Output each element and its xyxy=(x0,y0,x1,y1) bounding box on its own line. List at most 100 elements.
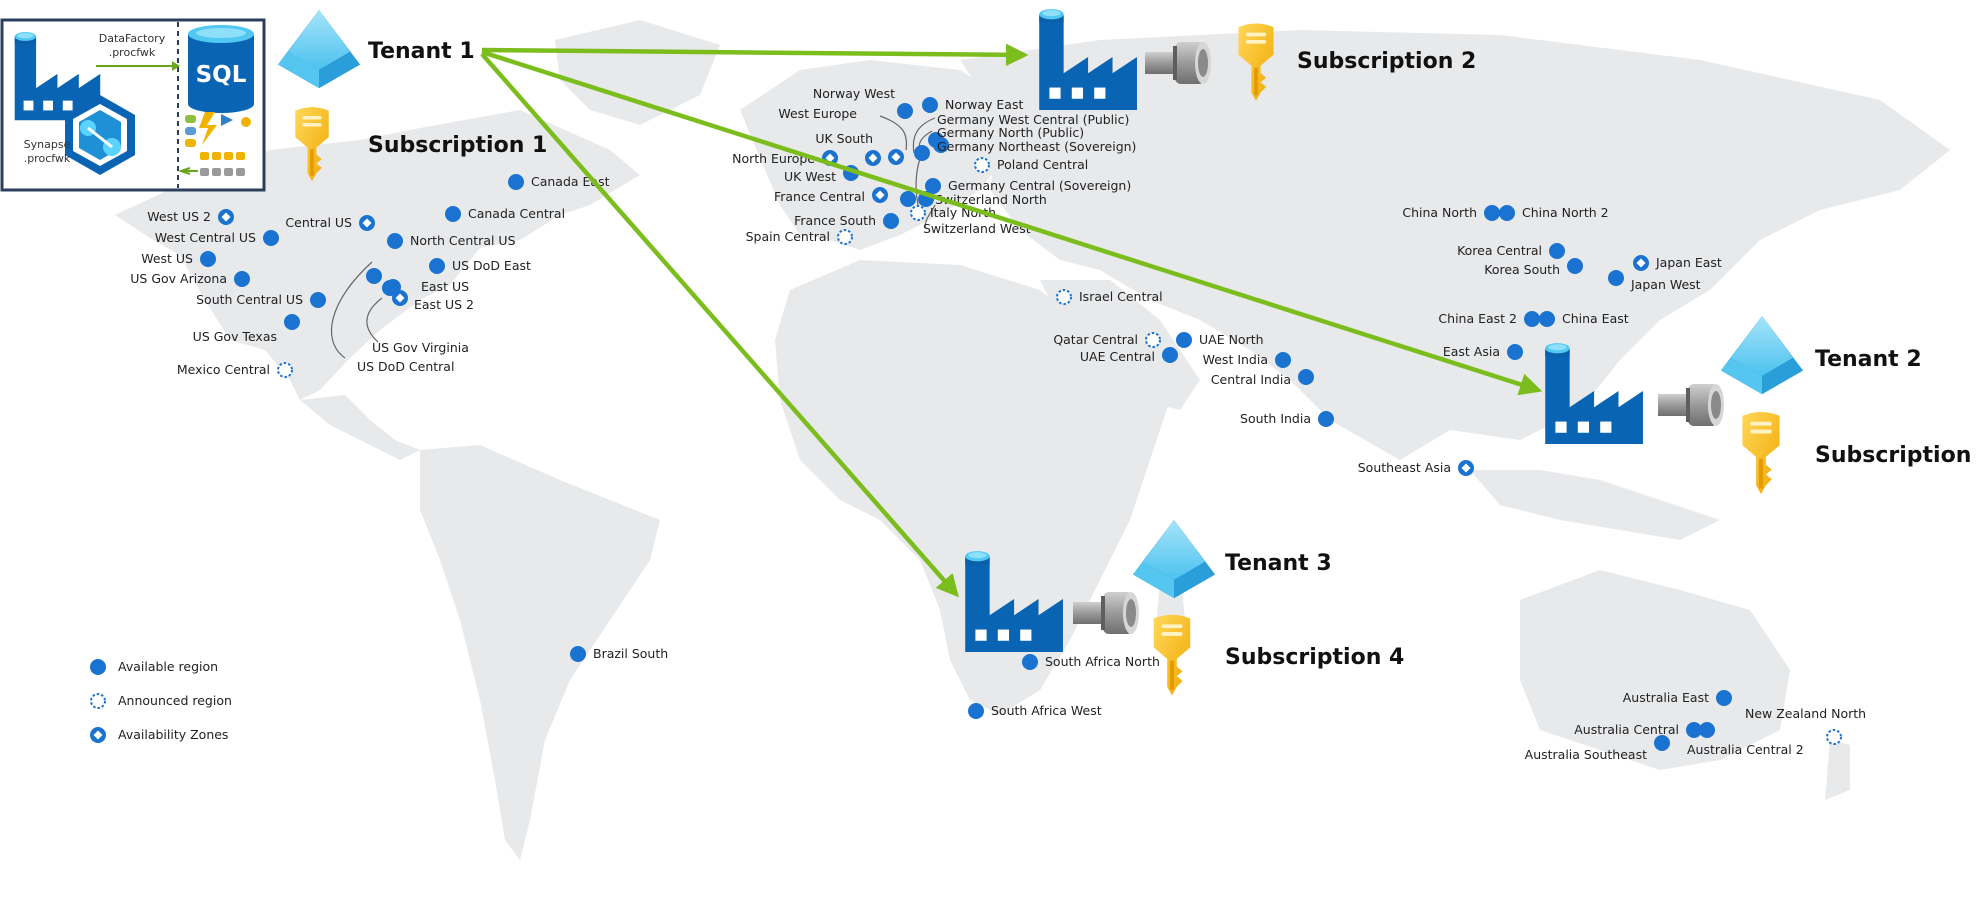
central-america-shape xyxy=(300,395,420,460)
legend-announced-marker xyxy=(90,693,106,709)
region-label-uk-west: UK West xyxy=(784,169,836,184)
subscription-2-label: Subscription 2 xyxy=(1297,49,1476,74)
southeast-asia-islands-shape xyxy=(1470,470,1720,540)
region-label-australia-southeast: Australia Southeast xyxy=(1525,747,1647,762)
region-label-norway-west: Norway West xyxy=(813,86,895,101)
region-label-east-us-2: East US 2 xyxy=(414,297,474,312)
region-east-us-2-zone-diamond xyxy=(395,293,405,303)
region-canada-east-marker xyxy=(508,174,524,190)
region-label-central-us: Central US xyxy=(285,215,352,230)
region-label-southeast-asia: Southeast Asia xyxy=(1358,460,1451,475)
region-label-us-dod-east: US DoD East xyxy=(452,258,531,273)
region-label-us-gov-arizona: US Gov Arizona xyxy=(130,271,227,286)
svg-text:SQL: SQL xyxy=(196,62,247,88)
middle-east-shape xyxy=(1040,280,1200,410)
region-label-germany-west-central-public: Germany West Central (Public) xyxy=(937,112,1129,127)
region-uk-south-zone-diamond xyxy=(868,153,878,163)
region-france-south-marker xyxy=(883,213,899,229)
inset-arrow-head xyxy=(172,61,180,71)
azure-tenant-3-icon xyxy=(1133,519,1215,599)
region-spain-central-marker xyxy=(837,229,853,245)
region-label-central-india: Central India xyxy=(1211,372,1291,387)
region-label-france-central: France Central xyxy=(774,189,865,204)
region-south-africa-north-marker xyxy=(1022,654,1038,670)
region-label-north-central-us: North Central US xyxy=(410,233,516,248)
region-label-poland-central: Poland Central xyxy=(997,157,1088,172)
region-label-south-central-us: South Central US xyxy=(196,292,303,307)
region-australia-east-marker xyxy=(1716,690,1732,706)
region-us-dod-central-marker xyxy=(366,268,382,284)
region-label-new-zealand-north: New Zealand North xyxy=(1745,706,1866,721)
region-label-switzerland-west: Switzerland West xyxy=(923,221,1031,236)
region-germany-west-central-public-marker xyxy=(914,145,930,161)
region-brazil-south-marker xyxy=(570,646,586,662)
azure-tenant-2-icon xyxy=(1721,315,1803,395)
region-label-north-europe: North Europe xyxy=(732,151,815,166)
region-south-india-marker xyxy=(1318,411,1334,427)
region-us-dod-east-marker xyxy=(429,258,445,274)
region-uae-central-marker xyxy=(1162,347,1178,363)
tenant-1-connection-arrows xyxy=(480,43,1543,598)
region-qatar-central-marker xyxy=(1145,332,1161,348)
region-label-japan-east: Japan East xyxy=(1655,255,1722,270)
region-east-asia-marker xyxy=(1507,344,1523,360)
region-label-south-india: South India xyxy=(1240,411,1311,426)
region-china-north-marker xyxy=(1484,205,1500,221)
legend-label-available: Available region xyxy=(118,659,218,674)
region-south-central-us-marker xyxy=(310,292,326,308)
south-america-shape xyxy=(420,445,660,860)
region-japan-west-marker xyxy=(1608,270,1624,286)
region-mexico-central-marker xyxy=(277,362,293,378)
arrow-to-tenant-2 xyxy=(481,49,1543,396)
region-australia-central-2-marker xyxy=(1699,722,1715,738)
region-label-uae-central: UAE Central xyxy=(1080,349,1155,364)
region-label-mexico-central: Mexico Central xyxy=(177,362,270,377)
region-label-korea-south: Korea South xyxy=(1484,262,1560,277)
legend-zones-zone-diamond xyxy=(93,730,103,740)
tenant-1-label: Tenant 1 xyxy=(368,39,475,64)
region-north-europe-zone-diamond xyxy=(825,153,835,163)
region-west-us-marker xyxy=(200,251,216,267)
synapse-label: Synapse.procfwk xyxy=(24,138,71,165)
region-germany-northeast-sovereign-marker xyxy=(933,137,949,153)
region-label-uae-north: UAE North xyxy=(1199,332,1264,347)
region-label-france-south: France South xyxy=(794,213,876,228)
region-canada-central-marker xyxy=(445,206,461,222)
region-us-gov-virginia-marker xyxy=(382,280,398,296)
region-korea-south-marker xyxy=(1567,258,1583,274)
region-france-central-zone-diamond xyxy=(875,190,885,200)
region-switzerland-west-marker xyxy=(900,191,916,207)
region-central-india-marker xyxy=(1298,369,1314,385)
new-zealand-shape xyxy=(1825,740,1850,800)
region-australia-central-marker xyxy=(1686,722,1702,738)
region-west-europe-zone-diamond xyxy=(891,152,901,162)
region-label-china-east-2: China East 2 xyxy=(1438,311,1517,326)
region-israel-central-marker xyxy=(1056,289,1072,305)
region-label-italy-north: Italy North xyxy=(930,205,996,220)
region-label-china-east: China East xyxy=(1562,311,1629,326)
region-label-china-north: China North xyxy=(1402,205,1477,220)
tenant-3-label: Tenant 3 xyxy=(1225,551,1332,576)
region-label-east-asia: East Asia xyxy=(1443,344,1500,359)
greenland-shape xyxy=(555,20,720,125)
region-label-qatar-central: Qatar Central xyxy=(1053,332,1138,347)
region-china-east-2-marker xyxy=(1524,311,1540,327)
tenant-2-label: Tenant 2 xyxy=(1815,347,1922,372)
region-us-gov-texas-marker xyxy=(284,314,300,330)
pipe-tenant-2-icon xyxy=(1658,384,1724,426)
region-label-west-us-2: West US 2 xyxy=(147,209,211,224)
region-norway-west-marker xyxy=(897,103,913,119)
region-label-germany-northeast-sovereign: Germany Northeast (Sovereign) xyxy=(937,139,1136,154)
asia-shape xyxy=(960,30,1950,460)
region-southeast-asia-zone-diamond xyxy=(1461,463,1471,473)
region-label-germany-north-public: Germany North (Public) xyxy=(937,125,1084,140)
legend-label-zones: Availability Zones xyxy=(118,727,228,742)
region-label-west-india: West India xyxy=(1203,352,1268,367)
connector-line-1 xyxy=(330,261,373,359)
region-west-central-us-marker xyxy=(263,230,279,246)
region-label-west-central-us: West Central US xyxy=(155,230,256,245)
key-subscription-3-icon xyxy=(1742,411,1780,495)
region-north-central-us-marker xyxy=(387,233,403,249)
